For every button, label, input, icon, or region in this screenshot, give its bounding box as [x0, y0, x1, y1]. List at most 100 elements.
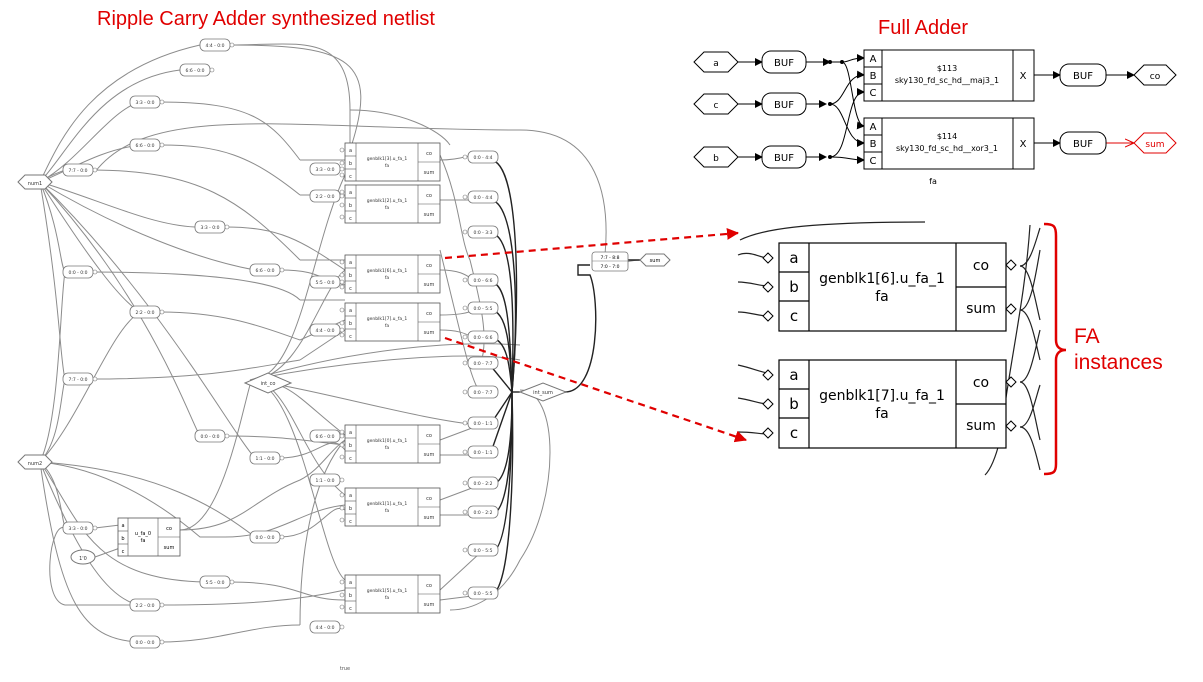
fa-block-module: fa [385, 595, 390, 601]
svg-text:7:0 - 7:0: 7:0 - 7:0 [601, 264, 620, 270]
out-select-label: 0:0 - 2:2 [474, 481, 493, 487]
bit-select-label: 3:3 - 0:0 [201, 225, 220, 231]
zoom-out-label: sum [966, 418, 996, 434]
mid-select-label: 2:2 - 0:0 [316, 194, 335, 200]
svg-text:B: B [870, 139, 877, 150]
svg-text:A: A [870, 54, 877, 65]
fa-block-name: genblk1[5].u_fa_1 [367, 588, 408, 594]
svg-text:co: co [166, 526, 172, 532]
fa-pin-label: c [349, 519, 352, 525]
input-b-port [693, 146, 739, 168]
out-select-node: 0:0 - 6:6 [462, 330, 499, 344]
fa-block-name: genblk1[1].u_fa_1 [367, 501, 408, 507]
fa-block-name: genblk1[2].u_fa_1 [367, 198, 408, 204]
svg-text:fa: fa [141, 538, 146, 544]
fa-pin-label: a [349, 308, 352, 314]
zoom-instance-name: genblk1[7].u_fa_1 [819, 388, 945, 404]
zoom-blocks: abcgenblk1[6].u_fa_1facosumabcgenblk1[7]… [762, 242, 1017, 449]
svg-text:C: C [870, 88, 877, 99]
fa-pin-label: b [349, 161, 352, 167]
buf-c: BUF [774, 100, 794, 111]
zoom-instance-name: genblk1[6].u_fa_1 [819, 271, 945, 287]
svg-text:C: C [870, 156, 877, 167]
fa-out-label: sum [424, 330, 435, 336]
out-select-node: 0:0 - 2:2 [462, 476, 499, 490]
out-select-node: 0:0 - 4:4 [462, 150, 499, 164]
out-select-node: 0:0 - 5:5 [462, 543, 499, 557]
port-num1 [17, 174, 53, 190]
zoom-out-label: co [973, 258, 989, 274]
fa-pin-label: a [349, 493, 352, 499]
sum-port [639, 253, 671, 267]
svg-text:b: b [121, 536, 124, 542]
fa-pin-label: b [349, 203, 352, 209]
fa-instances-label-line1: FA [1074, 325, 1100, 348]
port-num1-label: num1 [28, 181, 42, 187]
bit-select-label: 2:2 - 0:0 [136, 310, 155, 316]
zoom-instance-module: fa [875, 406, 889, 422]
fa-pin-label: b [349, 506, 352, 512]
concat-node: 7:7 - 8:8 7:0 - 7:0 sum [591, 251, 671, 272]
mid-select-node: 1:1 - 0:0 [309, 473, 345, 487]
svg-text:A: A [870, 122, 877, 133]
zoom-pin-label: a [789, 366, 798, 384]
bit-select-label: 4:4 - 0:0 [206, 43, 225, 49]
fa-instances-zoom: abcgenblk1[6].u_fa_1facosumabcgenblk1[7]… [737, 221, 1067, 476]
zoom-pin-label: c [790, 307, 798, 325]
fa-block-name: genblk1[3].u_fa_1 [367, 156, 408, 162]
bit-select-label: 0:0 - 0:0 [69, 270, 88, 276]
fa-out-label: co [426, 151, 432, 157]
out-select-node: 0:0 - 7:7 [462, 385, 499, 399]
bit-select-label: 2:2 - 0:0 [136, 603, 155, 609]
maj3-type: sky130_fd_sc_hd__maj3_1 [895, 76, 999, 85]
bit-select-node: 0:0 - 0:0 [249, 530, 285, 544]
fa-wires [738, 54, 1135, 164]
bit-select-node: 6:6 - 0:0 [249, 263, 285, 277]
fa-pin-label: b [349, 443, 352, 449]
bit-select-node: 3:3 - 0:0 [129, 95, 165, 109]
fa-block-module: fa [385, 323, 390, 329]
netlist-fa-blocks: abcgenblk1[3].u_fa_1facosumabcgenblk1[2]… [339, 142, 441, 614]
fa-out-label: co [426, 583, 432, 589]
svg-text:c: c [122, 549, 125, 555]
int-co-label: int_co [261, 381, 276, 387]
fa-out-label: sum [424, 282, 435, 288]
full-adder-diagram: a c b BUF BUF BUF BUF BUF A B [693, 49, 1177, 186]
svg-text:X: X [1020, 139, 1027, 150]
out-select-label: 0:0 - 5:5 [474, 548, 493, 554]
fa-out-label: co [426, 311, 432, 317]
zoom-out-label: sum [966, 301, 996, 317]
svg-text:c: c [714, 101, 719, 111]
mid-select-node: 4:4 - 0:0 [309, 620, 345, 634]
out-select-node: 0:0 - 4:4 [462, 190, 499, 204]
bit-select-node: 6:6 - 0:0 [129, 138, 165, 152]
mid-select-node: 3:3 - 0:0 [309, 162, 345, 176]
fa-block-module: fa [385, 205, 390, 211]
fa-instances-bracket [1043, 222, 1067, 476]
bit-select-node: 0:0 - 0:0 [129, 635, 165, 649]
fa-pin-label: a [349, 430, 352, 436]
zoom-pin-label: a [789, 249, 798, 267]
mid-select-node: 2:2 - 0:0 [309, 189, 345, 203]
port-num2-label: num2 [28, 461, 42, 467]
fa-pin-label: b [349, 593, 352, 599]
fa-block-name: genblk1[0].u_fa_1 [367, 438, 408, 444]
netlist-bus-wires [489, 159, 640, 596]
svg-text:co: co [1150, 72, 1161, 82]
out-select-node: 0:0 - 1:1 [462, 416, 499, 430]
fa-block-module: fa [385, 275, 390, 281]
bit-select-node: 0:0 - 0:0 [194, 429, 230, 443]
fa-out-label: sum [424, 212, 435, 218]
svg-text:X: X [1020, 71, 1027, 82]
mid-select-node: 6:6 - 0:0 [309, 429, 345, 443]
maj3-id: $113 [937, 64, 957, 73]
fa-out-label: sum [424, 515, 435, 521]
bit-select-node: 5:5 - 0:0 [199, 575, 235, 589]
bit-select-label: 3:3 - 0:0 [69, 526, 88, 532]
out-select-label: 0:0 - 7:7 [474, 361, 493, 367]
bit-select-node: 2:2 - 0:0 [129, 305, 165, 319]
